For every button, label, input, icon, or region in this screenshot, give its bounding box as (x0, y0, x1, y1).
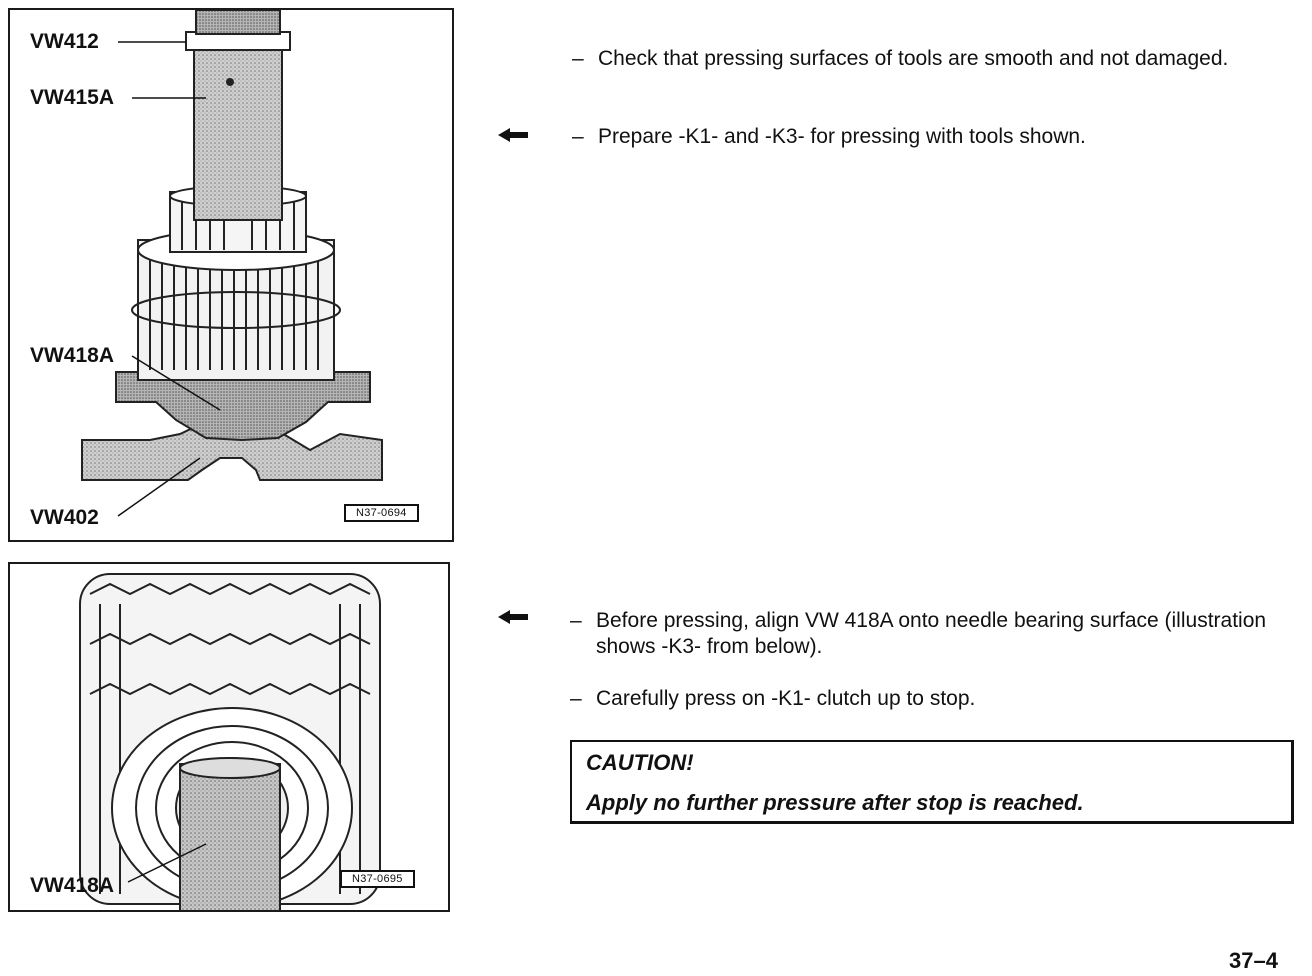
pointer-arrow-icon (498, 128, 528, 142)
step-dash: – (570, 687, 582, 710)
step-text: Check that pressing surfaces of tools ar… (598, 47, 1229, 70)
label-vw418a: VW418A (30, 344, 115, 367)
step-press-k1: – Carefully press on -K1- clutch up to s… (570, 686, 1280, 712)
step-dash: – (572, 125, 584, 148)
step-text: Before pressing, align VW 418A onto need… (596, 609, 1267, 658)
caution-box: CAUTION! Apply no further pressure after… (570, 740, 1294, 824)
step-text: Prepare -K1- and -K3- for pressing with … (598, 125, 1086, 148)
label-vw402: VW402 (30, 506, 99, 529)
figure-ref-number: N37-0695 (340, 870, 415, 888)
step-align-vw418a: – Before pressing, align VW 418A onto ne… (570, 608, 1280, 660)
page-number: 37–4 (1229, 948, 1278, 973)
label-vw415a: VW415A (30, 86, 115, 109)
figure-press-setup: VW412 VW415A VW418A VW402 N37-0694 (8, 8, 454, 542)
label-vw412: VW412 (30, 30, 99, 53)
alignment-illustration (79, 573, 381, 910)
caution-title: CAUTION! (586, 750, 694, 775)
press-setup-illustration (81, 10, 383, 517)
step-prepare-k1-k3: – Prepare -K1- and -K3- for pressing wit… (572, 124, 1262, 150)
step-check-surfaces: – Check that pressing surfaces of tools … (572, 46, 1262, 72)
step-dash: – (572, 47, 584, 70)
caution-text: Apply no further pressure after stop is … (586, 790, 1084, 815)
step-text: Carefully press on -K1- clutch up to sto… (596, 687, 976, 710)
figure-alignment-view: VW418A N37-0695 (8, 562, 450, 912)
pointer-arrow-icon (498, 610, 528, 624)
figure-ref-number: N37-0694 (344, 504, 419, 522)
step-dash: – (570, 609, 582, 632)
label-vw418a-bottom: VW418A (30, 874, 115, 897)
